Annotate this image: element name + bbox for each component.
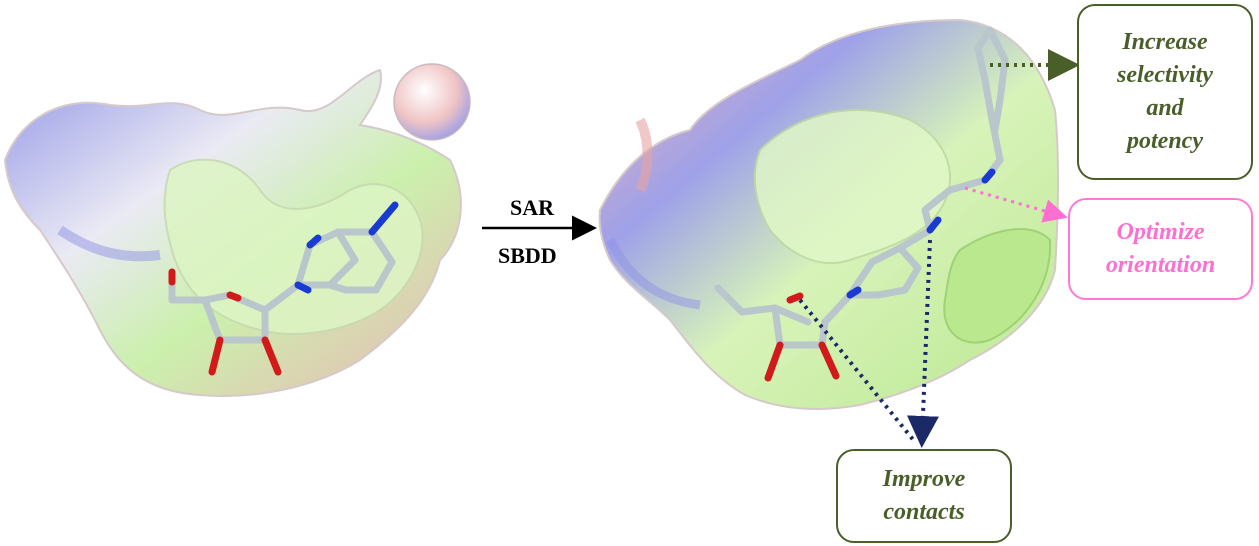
contacts-line-1: Improve <box>882 466 966 492</box>
selectivity-callout: Increase selectivity and potency <box>1077 4 1253 180</box>
right-binding-pocket <box>598 18 1060 410</box>
contacts-dotted-arrow-1 <box>906 239 939 448</box>
orientation-callout: Optimize orientation <box>1068 198 1253 300</box>
left-binding-pocket <box>3 63 471 397</box>
right-ligand <box>714 26 1009 382</box>
contacts-line-2: contacts <box>883 499 965 525</box>
orientation-line-1: Optimize <box>1116 219 1205 245</box>
sbdd-label: SBDD <box>498 243 557 268</box>
selectivity-line-4: potency <box>1127 128 1203 154</box>
orientation-line-2: orientation <box>1105 252 1216 278</box>
selectivity-line-2: selectivity <box>1117 62 1213 88</box>
contacts-callout: Improve contacts <box>836 449 1012 543</box>
orientation-dotted-arrow <box>964 186 1068 223</box>
contacts-dotted-arrow-2 <box>798 298 917 444</box>
left-ligand <box>168 201 399 376</box>
selectivity-line-1: Increase <box>1122 29 1208 55</box>
sar-label: SAR <box>510 195 555 220</box>
selectivity-line-3: and <box>1146 95 1184 121</box>
